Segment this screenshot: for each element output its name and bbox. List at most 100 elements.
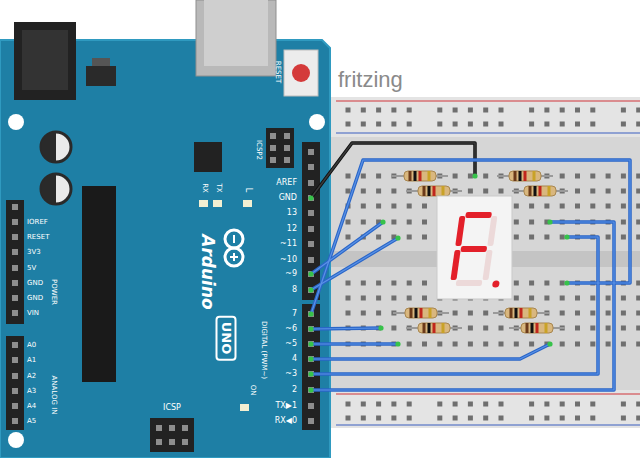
header-pin bbox=[308, 210, 314, 216]
header-pin bbox=[308, 341, 314, 347]
resistor-symbol bbox=[410, 308, 413, 318]
breadboard-hole bbox=[468, 189, 473, 194]
resistor-symbol bbox=[505, 308, 537, 318]
breadboard-hole bbox=[560, 416, 565, 421]
breadboard-hole bbox=[483, 174, 488, 179]
breadboard bbox=[336, 132, 640, 133]
header-pin bbox=[270, 157, 276, 163]
resistor-symbol bbox=[405, 308, 437, 318]
breadboard-hole bbox=[621, 402, 626, 407]
breadboard-hole bbox=[437, 342, 442, 347]
breadboard-hole bbox=[560, 402, 565, 407]
resistor-symbol bbox=[534, 186, 537, 196]
power-jack bbox=[22, 30, 68, 90]
wire-end bbox=[395, 235, 400, 240]
pin-label: A3 bbox=[27, 388, 36, 395]
seven-segment-display bbox=[456, 280, 483, 286]
resistor-symbol bbox=[529, 308, 532, 318]
header-pin bbox=[12, 388, 18, 394]
seven-segment-display bbox=[449, 212, 509, 288]
header-pin bbox=[156, 425, 162, 431]
breadboard-hole bbox=[453, 416, 458, 421]
breadboard-hole bbox=[636, 416, 640, 421]
model-badge: UNO bbox=[216, 316, 237, 361]
breadboard-hole bbox=[544, 402, 549, 407]
watermark: fritzing bbox=[338, 69, 403, 91]
resistor-symbol bbox=[442, 186, 445, 196]
voltage-regulator bbox=[86, 66, 116, 86]
breadboard-hole bbox=[453, 402, 458, 407]
board-label: DIGITAL (PWM~) bbox=[260, 321, 267, 379]
breadboard-hole bbox=[346, 189, 351, 194]
seven-segment-display bbox=[492, 281, 500, 288]
breadboard-hole bbox=[376, 296, 381, 301]
breadboard-hole bbox=[636, 174, 640, 179]
header-pin bbox=[308, 226, 314, 232]
breadboard-hole bbox=[346, 281, 351, 286]
breadboard-hole bbox=[560, 108, 565, 113]
header-pin bbox=[308, 387, 314, 393]
breadboard-hole bbox=[361, 416, 366, 421]
resistor-symbol bbox=[429, 308, 432, 318]
led bbox=[240, 404, 249, 411]
breadboard-hole bbox=[636, 281, 640, 286]
breadboard-hole bbox=[346, 311, 351, 316]
header-pin bbox=[270, 133, 276, 139]
breadboard-hole bbox=[544, 204, 549, 209]
pin-label: ~11 bbox=[280, 240, 297, 248]
breadboard-hole bbox=[499, 122, 504, 127]
breadboard-hole bbox=[391, 204, 396, 209]
wire-end bbox=[308, 287, 313, 292]
breadboard-hole bbox=[483, 108, 488, 113]
breadboard-hole bbox=[621, 311, 626, 316]
breadboard-hole bbox=[636, 189, 640, 194]
breadboard-hole bbox=[621, 326, 626, 331]
resistor-symbol bbox=[493, 308, 549, 318]
header-pin bbox=[12, 265, 18, 271]
pin-label: IOREF bbox=[27, 219, 48, 226]
breadboard-hole bbox=[621, 122, 626, 127]
breadboard-hole bbox=[453, 108, 458, 113]
voltage-regulator bbox=[86, 58, 116, 86]
arduino-logo bbox=[230, 256, 238, 258]
breadboard bbox=[328, 97, 640, 428]
breadboard-hole bbox=[590, 402, 595, 407]
header-pin bbox=[182, 439, 188, 445]
power-jack bbox=[14, 22, 76, 100]
resistor-symbol bbox=[423, 186, 426, 196]
breadboard-hole bbox=[514, 296, 519, 301]
resistor-symbol bbox=[515, 308, 518, 318]
breadboard-hole bbox=[621, 174, 626, 179]
header-pin bbox=[156, 439, 162, 445]
breadboard-hole bbox=[407, 235, 412, 240]
arduino-board bbox=[0, 40, 330, 458]
pin-label: A5 bbox=[27, 418, 36, 425]
breadboard-hole bbox=[636, 311, 640, 316]
jumper-wire bbox=[311, 343, 398, 344]
pin-label: RX◀0 bbox=[275, 417, 297, 425]
board-name: Arduino bbox=[199, 234, 216, 309]
header-pin bbox=[12, 418, 18, 424]
header-pin bbox=[12, 280, 18, 286]
breadboard bbox=[336, 424, 640, 425]
icsp-header bbox=[266, 128, 294, 168]
seven-segment-display bbox=[460, 246, 487, 252]
pin-label: A2 bbox=[27, 373, 36, 380]
resistor-symbol bbox=[428, 323, 431, 333]
wire-end bbox=[308, 271, 313, 276]
board-label: ANALOG IN bbox=[50, 376, 57, 415]
header-pin bbox=[284, 133, 290, 139]
breadboard-hole bbox=[606, 326, 611, 331]
jumper-wire bbox=[311, 222, 614, 390]
arduino-board bbox=[0, 40, 330, 458]
breadboard-hole bbox=[590, 296, 595, 301]
breadboard-hole bbox=[361, 220, 366, 225]
breadboard-hole bbox=[529, 108, 534, 113]
pin-label: RESET bbox=[27, 234, 49, 241]
breadboard-hole bbox=[606, 204, 611, 209]
header-pin bbox=[284, 145, 290, 151]
header-pin bbox=[308, 403, 314, 409]
breadboard-hole bbox=[529, 281, 534, 286]
breadboard-hole bbox=[407, 108, 412, 113]
